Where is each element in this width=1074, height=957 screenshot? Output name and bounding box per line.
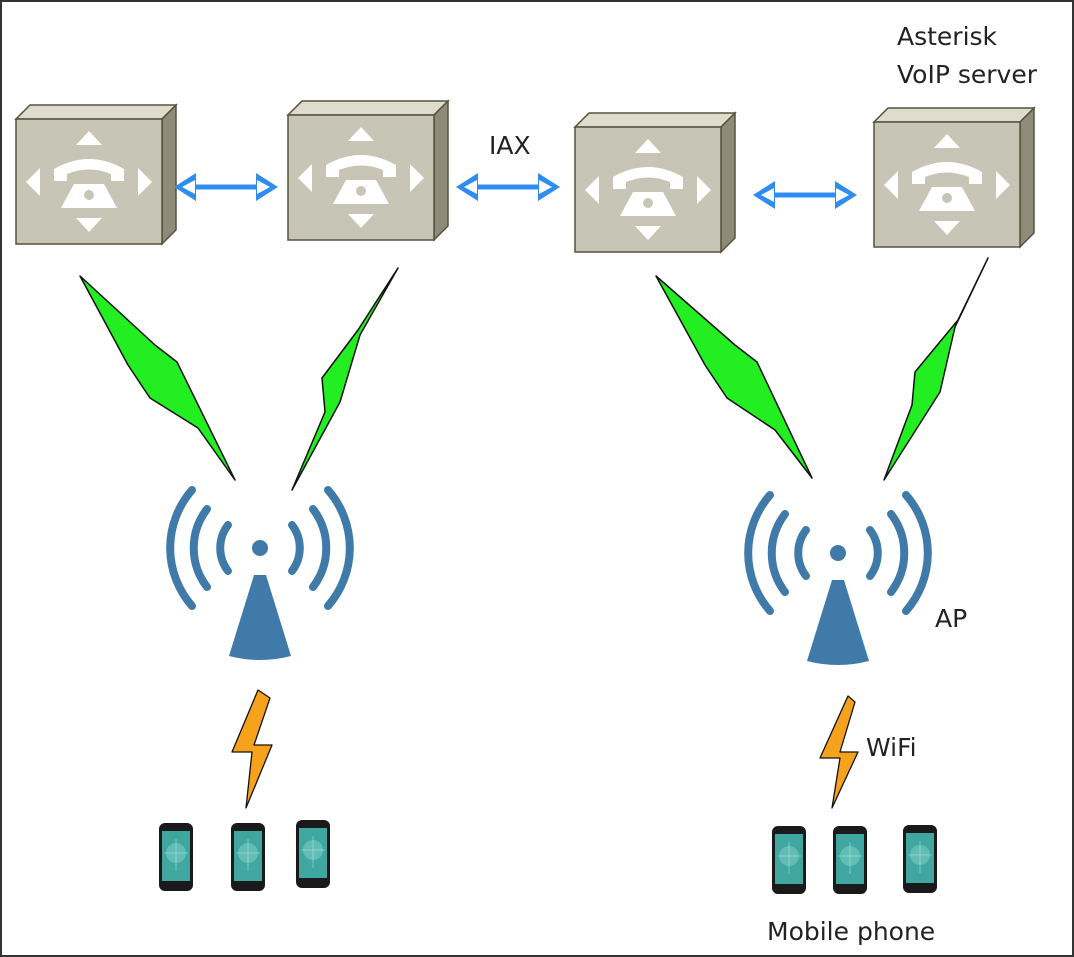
radio-link-bolt-1 [79,275,236,481]
mobile-phone-2 [230,822,266,892]
iax-link-arrow-1 [174,173,278,201]
iax-link-arrow-3 [753,181,857,209]
voip-server-box-3 [574,112,736,253]
mobile-phone-6 [902,824,938,894]
voip-server-box-2 [287,100,449,241]
iax-label: IAX [489,131,531,160]
ap-label: AP [935,604,968,633]
access-point-right [748,495,928,665]
mobile-phone-label: Mobile phone [767,917,936,946]
radio-link-bolt-2 [291,267,399,491]
wifi-label: WiFi [866,733,917,762]
voip-server-box-1 [15,104,177,245]
mobile-phone-3 [295,819,331,889]
radio-link-bolt-4 [883,257,989,481]
server-label-line2: VoIP server [897,60,1037,89]
wifi-bolt-left [231,689,273,809]
access-point-left [170,490,350,660]
server-label-line1: Asterisk [897,22,998,51]
voip-server-box-4 [873,107,1035,248]
mobile-phone-1 [158,822,194,892]
radio-link-bolt-3 [655,275,813,479]
mobile-phone-4 [771,825,807,895]
mobile-phone-5 [832,825,868,895]
iax-link-arrow-2 [456,173,560,201]
wifi-bolt-right [819,695,859,809]
